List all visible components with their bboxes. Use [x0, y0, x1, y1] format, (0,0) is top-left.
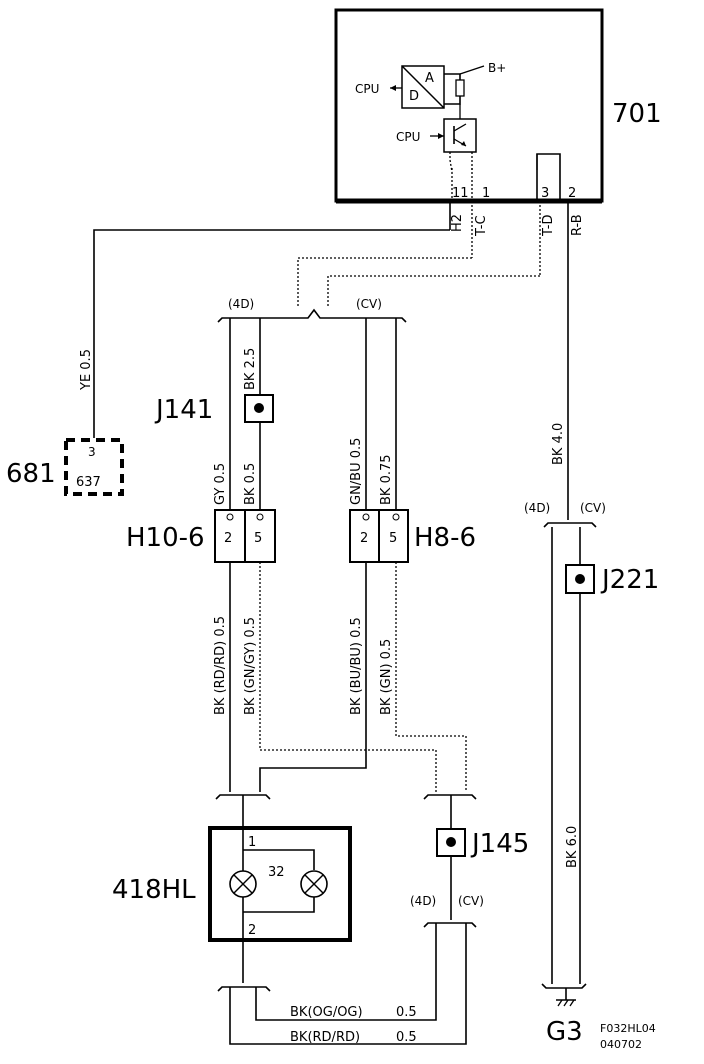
wire-label-gn: BK (GN) 0.5	[379, 639, 394, 715]
lamp-pin-2: 2	[248, 923, 256, 938]
wire-label-bk60: BK 6.0	[565, 826, 580, 868]
wire-label-gnbu: GN/BU 0.5	[349, 438, 364, 505]
drawing-date: 040702	[600, 1038, 642, 1051]
splice-j145	[436, 828, 466, 857]
ground-symbol	[556, 999, 576, 1007]
wire-label-h2: H2	[450, 214, 465, 232]
wire-label-bubu: BK (BU/BU) 0.5	[349, 617, 364, 715]
cpu-label-top: CPU	[355, 82, 379, 96]
lamp-number: 32	[268, 865, 285, 880]
connector-681-subid: 637	[76, 475, 101, 490]
splice-j145-label: J145	[470, 829, 529, 859]
adc-d-label: D	[409, 89, 419, 104]
connector-h10-label: H10-6	[126, 523, 205, 553]
pullup-resistor	[455, 79, 465, 97]
wire-label-rd-size: 0.5	[396, 1030, 417, 1045]
wire-label-rd: BK(RD/RD)	[290, 1030, 360, 1045]
wire-label-gy05: GY 0.5	[213, 463, 228, 505]
wire-label-tc: T-C	[474, 215, 489, 237]
connector-681: 3 637	[64, 438, 124, 496]
cpu-label-bottom: CPU	[396, 130, 420, 144]
wire-label-bk25: BK 2.5	[243, 348, 258, 390]
variant-cv-top: (CV)	[356, 297, 382, 311]
ecu-pin-1: 1	[482, 186, 490, 201]
lamp-418hl-label: 418HL	[112, 875, 196, 905]
variant-4d-j145: (4D)	[410, 894, 436, 908]
ecu-pin-3: 3	[541, 186, 549, 201]
ecu-pin-11: 11	[452, 186, 469, 201]
ecu-id-label: 701	[612, 99, 662, 129]
variant-cv-j221: (CV)	[580, 501, 606, 515]
wire-label-gngy: BK (GN/GY) 0.5	[243, 617, 258, 715]
variant-4d-top: (4D)	[228, 297, 254, 311]
wire-label-rdrd: BK (RD/RD) 0.5	[213, 616, 228, 715]
supply-label: B+	[488, 61, 506, 75]
connector-h8-label: H8-6	[414, 523, 476, 553]
connector-681-pin: 3	[88, 445, 96, 459]
wire-label-bk40: BK 4.0	[551, 423, 566, 465]
ecu-pin-2: 2	[568, 186, 576, 201]
wire-label-td: T-D	[541, 215, 556, 237]
connector-h10-6: 2 5	[214, 509, 276, 563]
ecu-701: A D CPU B+ CPU 11 1 3 2	[334, 8, 604, 204]
connector-681-label: 681	[6, 459, 56, 489]
splice-j221	[565, 564, 595, 594]
wire-label-bk05: BK 0.5	[243, 463, 258, 505]
wire-label-bk075: BK 0.75	[379, 454, 394, 505]
transistor-box	[443, 118, 477, 153]
connector-h8-6: 2 5	[349, 509, 409, 563]
wire-label-rb: R-B	[570, 214, 585, 236]
connector-h10-pin-2: 2	[224, 531, 232, 546]
wire-label-og-size: 0.5	[396, 1005, 417, 1020]
variant-4d-j221: (4D)	[524, 501, 550, 515]
wire-label-ye: YE 0.5	[79, 349, 94, 391]
lamp-pin-1: 1	[248, 835, 256, 850]
connector-h10-pin-5: 5	[254, 531, 262, 546]
wire-label-og: BK(OG/OG)	[290, 1005, 363, 1020]
drawing-code: F032HL04	[600, 1022, 656, 1035]
splice-j141-label: J141	[154, 395, 213, 425]
variant-cv-j145: (CV)	[458, 894, 484, 908]
ground-g3-label: G3	[546, 1017, 583, 1047]
adc-a-label: A	[425, 71, 434, 86]
lamp-418hl: 1 2 32	[208, 826, 352, 942]
connector-h8-pin-2: 2	[360, 531, 368, 546]
connector-h8-pin-5: 5	[389, 531, 397, 546]
splice-j221-label: J221	[600, 565, 659, 595]
splice-j141	[244, 394, 274, 423]
